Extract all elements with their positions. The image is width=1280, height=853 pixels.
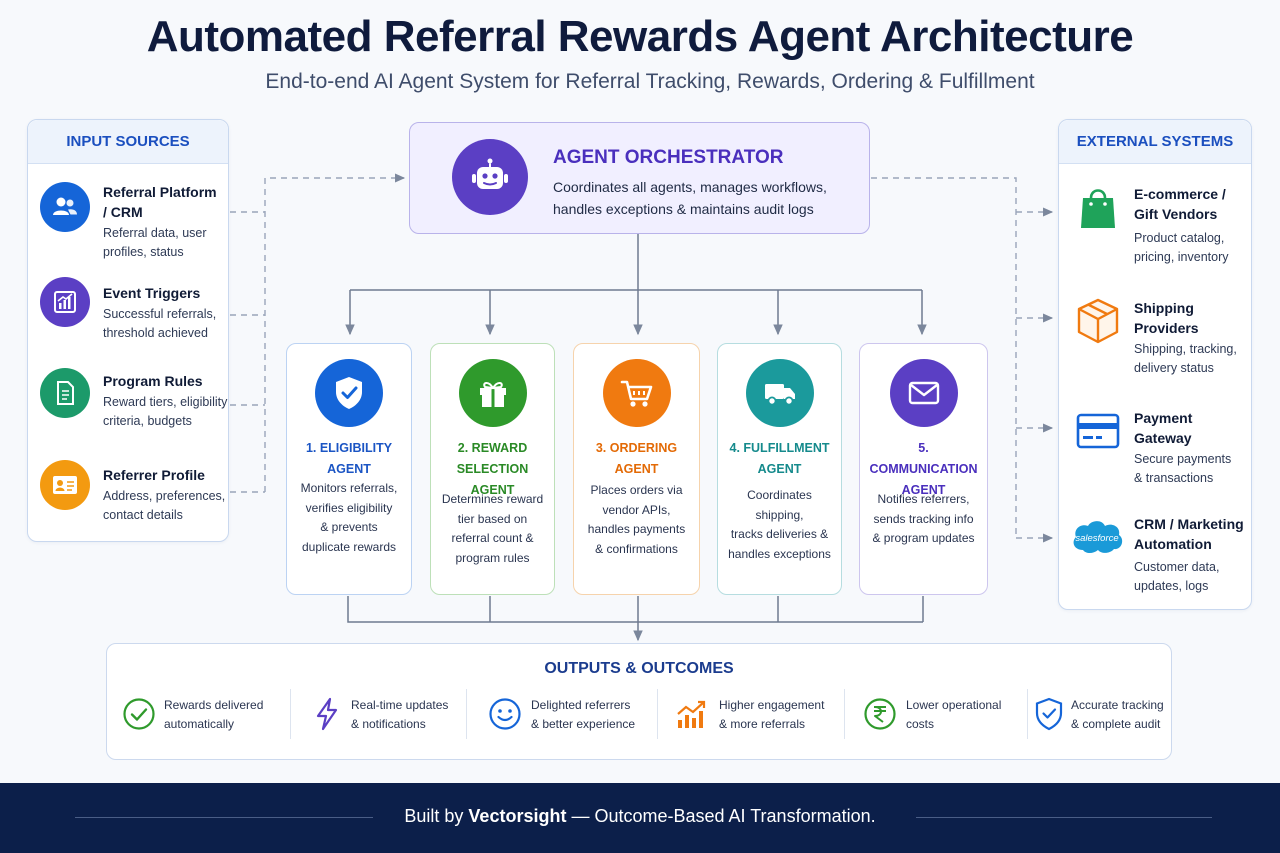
input-sources-heading: INPUT SOURCES — [28, 120, 228, 164]
truck-icon — [745, 359, 814, 427]
input-item-program-rules: Program Rules Reward tiers, eligibility … — [28, 368, 228, 448]
outcome-accurate-tracking: Accurate tracking & complete audit — [1031, 689, 1171, 739]
agent-title: 1. ELIGIBILITY AGENT — [305, 441, 393, 476]
input-item-event-triggers: Event Triggers Successful referrals, thr… — [28, 277, 228, 357]
users-icon — [40, 182, 90, 232]
footer-divider-left — [75, 817, 373, 818]
gift-icon — [458, 359, 527, 427]
robot-icon — [452, 139, 528, 215]
shopping-bag-icon — [1075, 184, 1121, 230]
input-item-referral-platform: Referral Platform / CRM Referral data, u… — [28, 182, 228, 262]
orchestrator-description: Coordinates all agents, manages workflow… — [553, 179, 827, 217]
shield-check-icon — [1031, 696, 1067, 732]
page-subtitle: End-to-end AI Agent System for Referral … — [265, 70, 1035, 93]
package-icon — [1075, 298, 1121, 344]
id-card-icon — [40, 460, 90, 510]
growth-chart-icon — [674, 696, 710, 732]
agent-card-reward-selection: 2. REWARD SELECTION AGENT Determines rew… — [430, 343, 555, 595]
outcome-delighted-referrers: Delighted referrers & better experience — [487, 689, 667, 739]
outputs-heading: OUTPUTS & OUTCOMES — [544, 660, 734, 677]
external-systems-panel: EXTERNAL SYSTEMS E-commerce / Gift Vendo… — [1058, 119, 1252, 610]
page-title: Automated Referral Rewards Agent Archite… — [146, 12, 1134, 61]
divider — [1027, 689, 1028, 739]
outputs-outcomes-panel: OUTPUTS & OUTCOMES Rewards delivered aut… — [106, 643, 1172, 760]
credit-card-icon — [1075, 408, 1121, 454]
external-item-payment: Payment Gateway Secure payments & transa… — [1059, 408, 1251, 494]
agent-title: 3. ORDERING AGENT — [595, 441, 678, 476]
footer-brand: Vectorsight — [468, 806, 567, 826]
document-icon — [40, 368, 90, 418]
smile-icon — [487, 696, 523, 732]
chart-icon — [40, 277, 90, 327]
mail-icon — [889, 359, 958, 427]
agent-title: 2. REWARD — [457, 441, 528, 455]
shield-check-icon — [315, 359, 383, 427]
outcome-rewards-delivered: Rewards delivered automatically — [121, 689, 291, 739]
footer-divider-right — [916, 817, 1212, 818]
outcome-higher-engagement: Higher engagement & more referrals — [674, 689, 854, 739]
cart-icon — [602, 359, 671, 427]
lightning-icon — [309, 696, 345, 732]
external-item-ecommerce: E-commerce / Gift Vendors Product catalo… — [1059, 184, 1251, 270]
orchestrator-title: AGENT ORCHESTRATOR — [553, 147, 784, 168]
external-item-crm: salesforce CRM / Marketing Automation Cu… — [1059, 514, 1251, 600]
agent-title: 5. COMMUNICATION — [869, 441, 978, 476]
input-item-referrer-profile: Referrer Profile Address, preferences, c… — [28, 460, 228, 540]
salesforce-icon: salesforce — [1069, 514, 1125, 560]
footer-bar: Built by Vectorsight — Outcome-Based AI … — [0, 783, 1280, 853]
divider — [657, 689, 658, 739]
agent-title: 4. FULFILLMENT AGENT — [729, 441, 830, 476]
agent-card-fulfillment: 4. FULFILLMENT AGENT Coordinates shippin… — [717, 343, 842, 595]
divider — [466, 689, 467, 739]
svg-text:salesforce: salesforce — [1075, 533, 1118, 544]
agent-orchestrator-box: AGENT ORCHESTRATOR Coordinates all agent… — [409, 122, 870, 234]
input-sources-panel: INPUT SOURCES Referral Platform / CRM Re… — [27, 119, 229, 542]
check-circle-icon — [121, 696, 157, 732]
agent-card-communication: 5. COMMUNICATION AGENT Notifies referrer… — [859, 343, 988, 595]
footer-text: Built by Vectorsight — Outcome-Based AI … — [404, 806, 876, 826]
agent-card-ordering: 3. ORDERING AGENT Places orders via vend… — [573, 343, 700, 595]
divider — [290, 689, 291, 739]
outcome-realtime-updates: Real-time updates & notifications — [309, 689, 479, 739]
outcome-lower-costs: Lower operational costs — [862, 689, 1032, 739]
rupee-icon — [862, 696, 898, 732]
divider — [844, 689, 845, 739]
agent-card-eligibility: 1. ELIGIBILITY AGENT Monitors referrals,… — [286, 343, 412, 595]
external-systems-heading: EXTERNAL SYSTEMS — [1059, 120, 1251, 164]
external-item-shipping: Shipping Providers Shipping, tracking, d… — [1059, 298, 1251, 384]
